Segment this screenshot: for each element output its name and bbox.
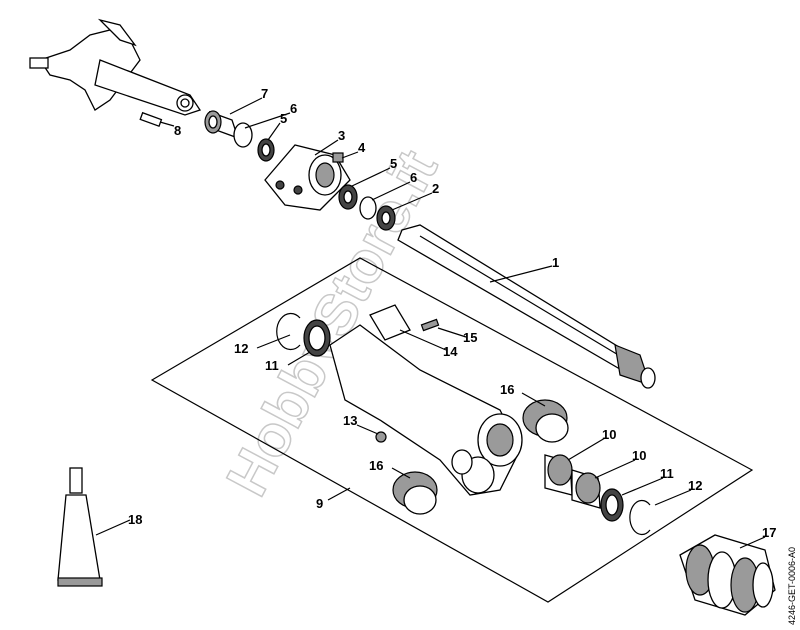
callout-3: 3 [338,128,345,143]
drive-shaft-part-1 [397,224,656,389]
needle-bearing-part-10a [544,454,573,496]
callout-2: 2 [432,181,439,196]
screw-part-15 [420,318,440,332]
callout-8: 8 [174,123,181,138]
damper-part-16a [522,399,569,443]
pin-part-8 [139,111,163,128]
damper-part-16b [392,471,438,515]
callout-5: 5 [390,156,397,171]
circlip-part-12b [629,499,651,536]
callout-12: 12 [688,478,702,493]
callout-4: 4 [358,140,366,155]
bellows-boot-part-17 [679,534,776,616]
callout-6: 6 [410,170,417,185]
ring-part-6 [233,122,253,148]
callout-18: 18 [128,512,142,527]
callout-6: 6 [290,101,297,116]
circlip-part-12 [276,312,301,351]
callout-15: 15 [463,330,477,345]
assembly-frame [150,257,754,603]
callout-10: 10 [632,448,646,463]
callout-16: 16 [500,382,514,397]
needle-bearing-part-10b [571,469,601,509]
grease-tube-part-18 [57,467,103,587]
callout-7: 7 [261,86,268,101]
ring-part-6b [359,196,377,220]
gear-housing-part-9 [329,304,523,496]
callout-1: 1 [552,255,559,270]
screw-part-4 [332,152,344,163]
callout-17: 17 [762,525,776,540]
callout-14: 14 [443,344,458,359]
callout-13: 13 [343,413,357,428]
gear-housing-assembly [29,18,202,116]
callout-10: 10 [602,427,616,442]
drawing-code: 4246-GET-0006-A0 [787,547,797,625]
callout-12: 12 [234,341,248,356]
callout-11: 11 [660,466,674,481]
callout-16: 16 [369,458,383,473]
nut-part-13 [375,431,387,443]
callout-9: 9 [316,496,323,511]
bushing-part-7 [204,110,240,140]
callout-5: 5 [280,111,287,126]
gear-housing-part-3 [264,144,351,211]
leader-lines [95,97,766,549]
callout-11: 11 [265,358,279,373]
